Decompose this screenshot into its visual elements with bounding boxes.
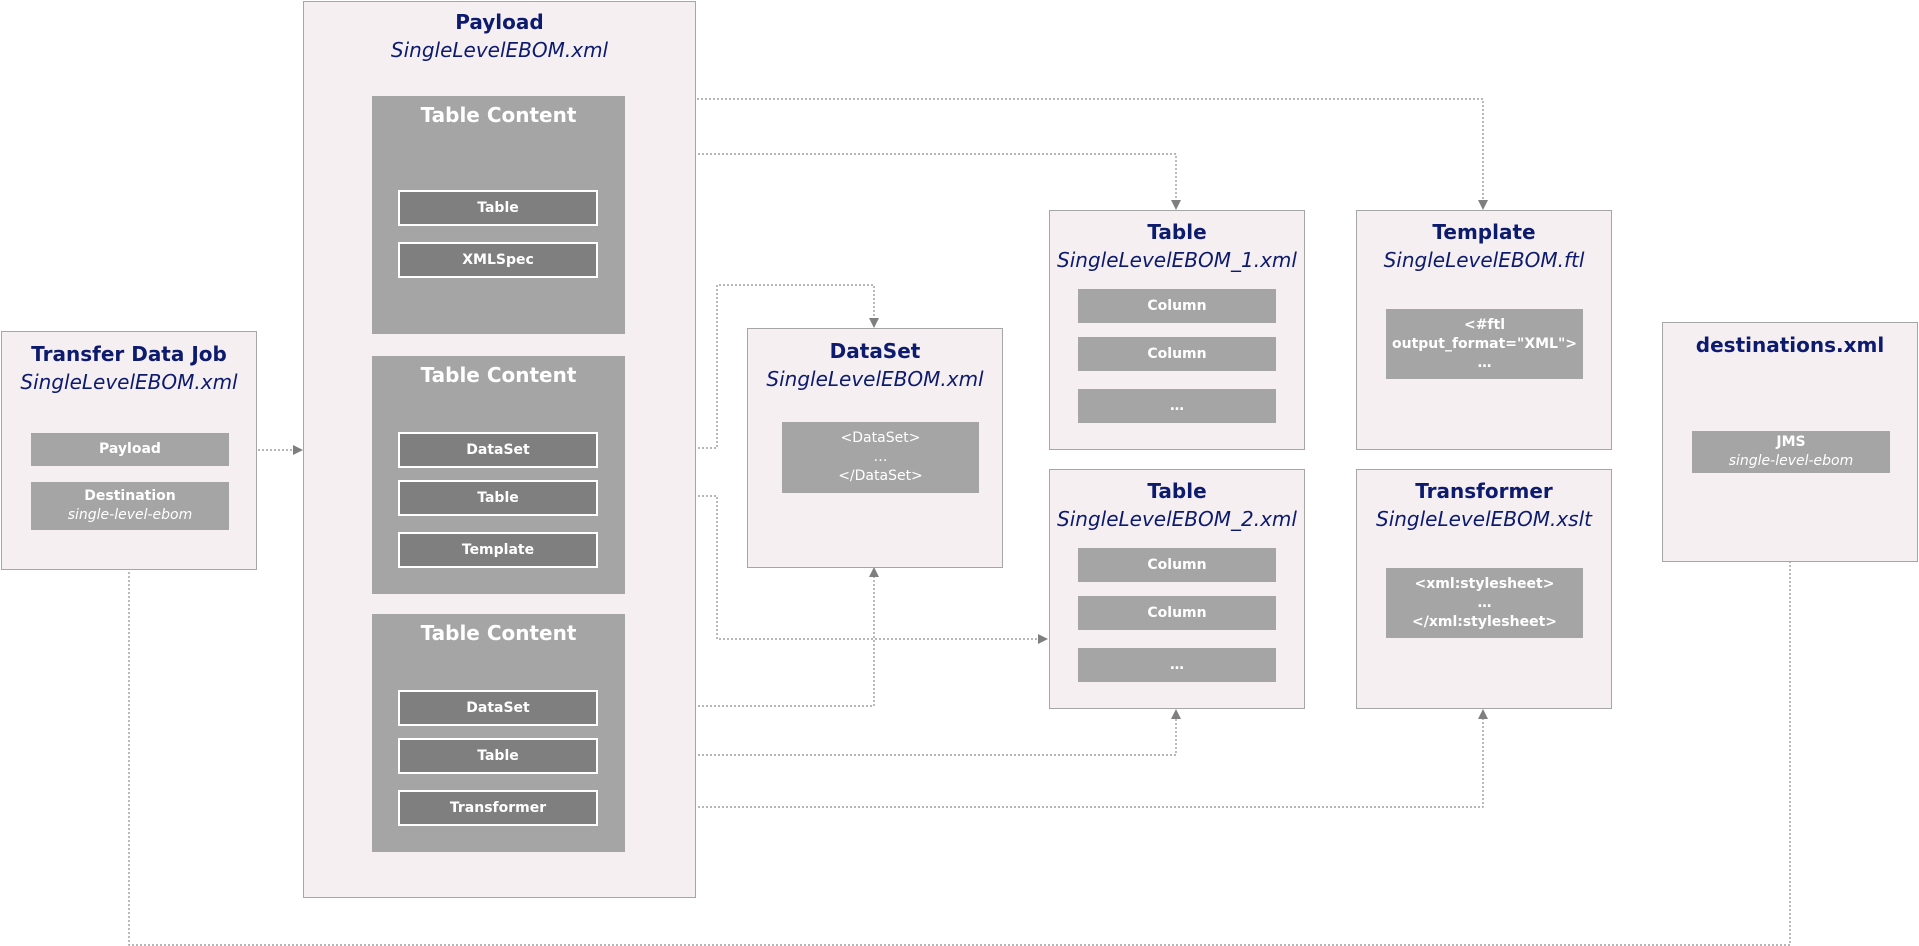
- table1-column-2: Column: [1078, 337, 1276, 371]
- destinations-title: destinations.xml: [1695, 333, 1885, 357]
- transformer-code-line-2: …: [1477, 594, 1492, 611]
- transfer-job-file: SingleLevelEBOM.xml: [20, 370, 238, 394]
- payload-panel: Payload SingleLevelEBOM.xml Table Conten…: [303, 1, 696, 898]
- table-content-1-title: Table Content: [420, 103, 577, 127]
- table-content-1-xmlspec[interactable]: XMLSpec: [398, 242, 598, 278]
- table2-column-2: Column: [1078, 596, 1276, 630]
- payload-file: SingleLevelEBOM.xml: [390, 38, 609, 62]
- table1-title: Table: [1147, 220, 1207, 244]
- template-code-box: <#ftl output_format="XML"> …: [1386, 309, 1583, 379]
- payload-title: Payload: [455, 10, 544, 34]
- table-content-2-template[interactable]: Template: [398, 532, 598, 568]
- template-panel: Template SingleLevelEBOM.ftl <#ftl outpu…: [1356, 210, 1612, 450]
- dataset-file: SingleLevelEBOM.xml: [766, 367, 984, 391]
- dataset-code-line-1: <DataSet>: [840, 430, 921, 446]
- transformer-code-line-3: </xml:stylesheet>: [1411, 613, 1558, 630]
- dataset-code-line-2: …: [873, 449, 888, 465]
- dataset-code-box: <DataSet> … </DataSet>: [782, 422, 979, 493]
- transfer-data-job-panel: Transfer Data Job SingleLevelEBOM.xml Pa…: [1, 331, 257, 570]
- table-content-3-table[interactable]: Table: [398, 738, 598, 774]
- connector-template-templatefile: [598, 98, 1488, 549]
- template-file: SingleLevelEBOM.ftl: [1383, 248, 1585, 272]
- table-content-3-title: Table Content: [420, 621, 577, 645]
- table-content-1-table[interactable]: Table: [398, 190, 598, 226]
- table-content-2-table[interactable]: Table: [398, 480, 598, 516]
- transfer-job-destination-value: single-level-ebom: [67, 507, 193, 523]
- transformer-panel: Transformer SingleLevelEBOM.xslt <xml:st…: [1356, 469, 1612, 709]
- destinations-jms[interactable]: JMS single-level-ebom: [1692, 431, 1890, 473]
- dataset-code-line-3: </DataSet>: [838, 468, 923, 484]
- template-code-line-1: <#ftl: [1463, 316, 1506, 333]
- table-content-3: Table Content DataSet Table Transformer: [372, 614, 625, 852]
- transfer-job-title: Transfer Data Job: [31, 342, 227, 366]
- destinations-jms-label: JMS: [1776, 434, 1806, 450]
- table-content-2-title: Table Content: [420, 363, 577, 387]
- connector-transformer-transformerfile: [598, 709, 1488, 808]
- table-content-2: Table Content DataSet Table Template: [372, 356, 625, 594]
- table2-column-1: Column: [1078, 548, 1276, 582]
- dataset-panel: DataSet SingleLevelEBOM.xml <DataSet> … …: [747, 328, 1003, 568]
- table-content-1: Table Content Table XMLSpec: [372, 96, 625, 334]
- template-code-line-3: …: [1477, 354, 1492, 371]
- table1-panel: Table SingleLevelEBOM_1.xml Column Colum…: [1049, 210, 1305, 450]
- destinations-jms-value: single-level-ebom: [1728, 453, 1854, 469]
- table2-file: SingleLevelEBOM_2.xml: [1057, 507, 1297, 531]
- transformer-code-box: <xml:stylesheet> … </xml:stylesheet>: [1386, 568, 1583, 638]
- table2-panel: Table SingleLevelEBOM_2.xml Column Colum…: [1049, 469, 1305, 709]
- table-content-3-dataset[interactable]: DataSet: [398, 690, 598, 726]
- transformer-code-line-1: <xml:stylesheet>: [1414, 575, 1555, 592]
- destinations-panel: destinations.xml JMS single-level-ebom: [1662, 322, 1918, 562]
- table-content-2-dataset[interactable]: DataSet: [398, 432, 598, 468]
- template-title: Template: [1432, 220, 1536, 244]
- table1-column-1: Column: [1078, 289, 1276, 323]
- transfer-job-payload-label: Payload: [99, 441, 161, 457]
- template-code-line-2: output_format="XML">: [1392, 335, 1577, 352]
- table2-title: Table: [1147, 479, 1207, 503]
- transformer-file: SingleLevelEBOM.xslt: [1376, 507, 1592, 531]
- table1-file: SingleLevelEBOM_1.xml: [1057, 248, 1297, 272]
- table2-ellipsis: …: [1078, 648, 1276, 682]
- transfer-job-destination-label: Destination: [84, 488, 176, 504]
- transformer-title: Transformer: [1415, 479, 1553, 503]
- table-content-3-transformer[interactable]: Transformer: [398, 790, 598, 826]
- transfer-job-payload[interactable]: Payload: [31, 433, 229, 466]
- dataset-title: DataSet: [829, 339, 921, 363]
- transfer-job-destination[interactable]: Destination single-level-ebom: [31, 482, 229, 530]
- table1-ellipsis: …: [1078, 389, 1276, 423]
